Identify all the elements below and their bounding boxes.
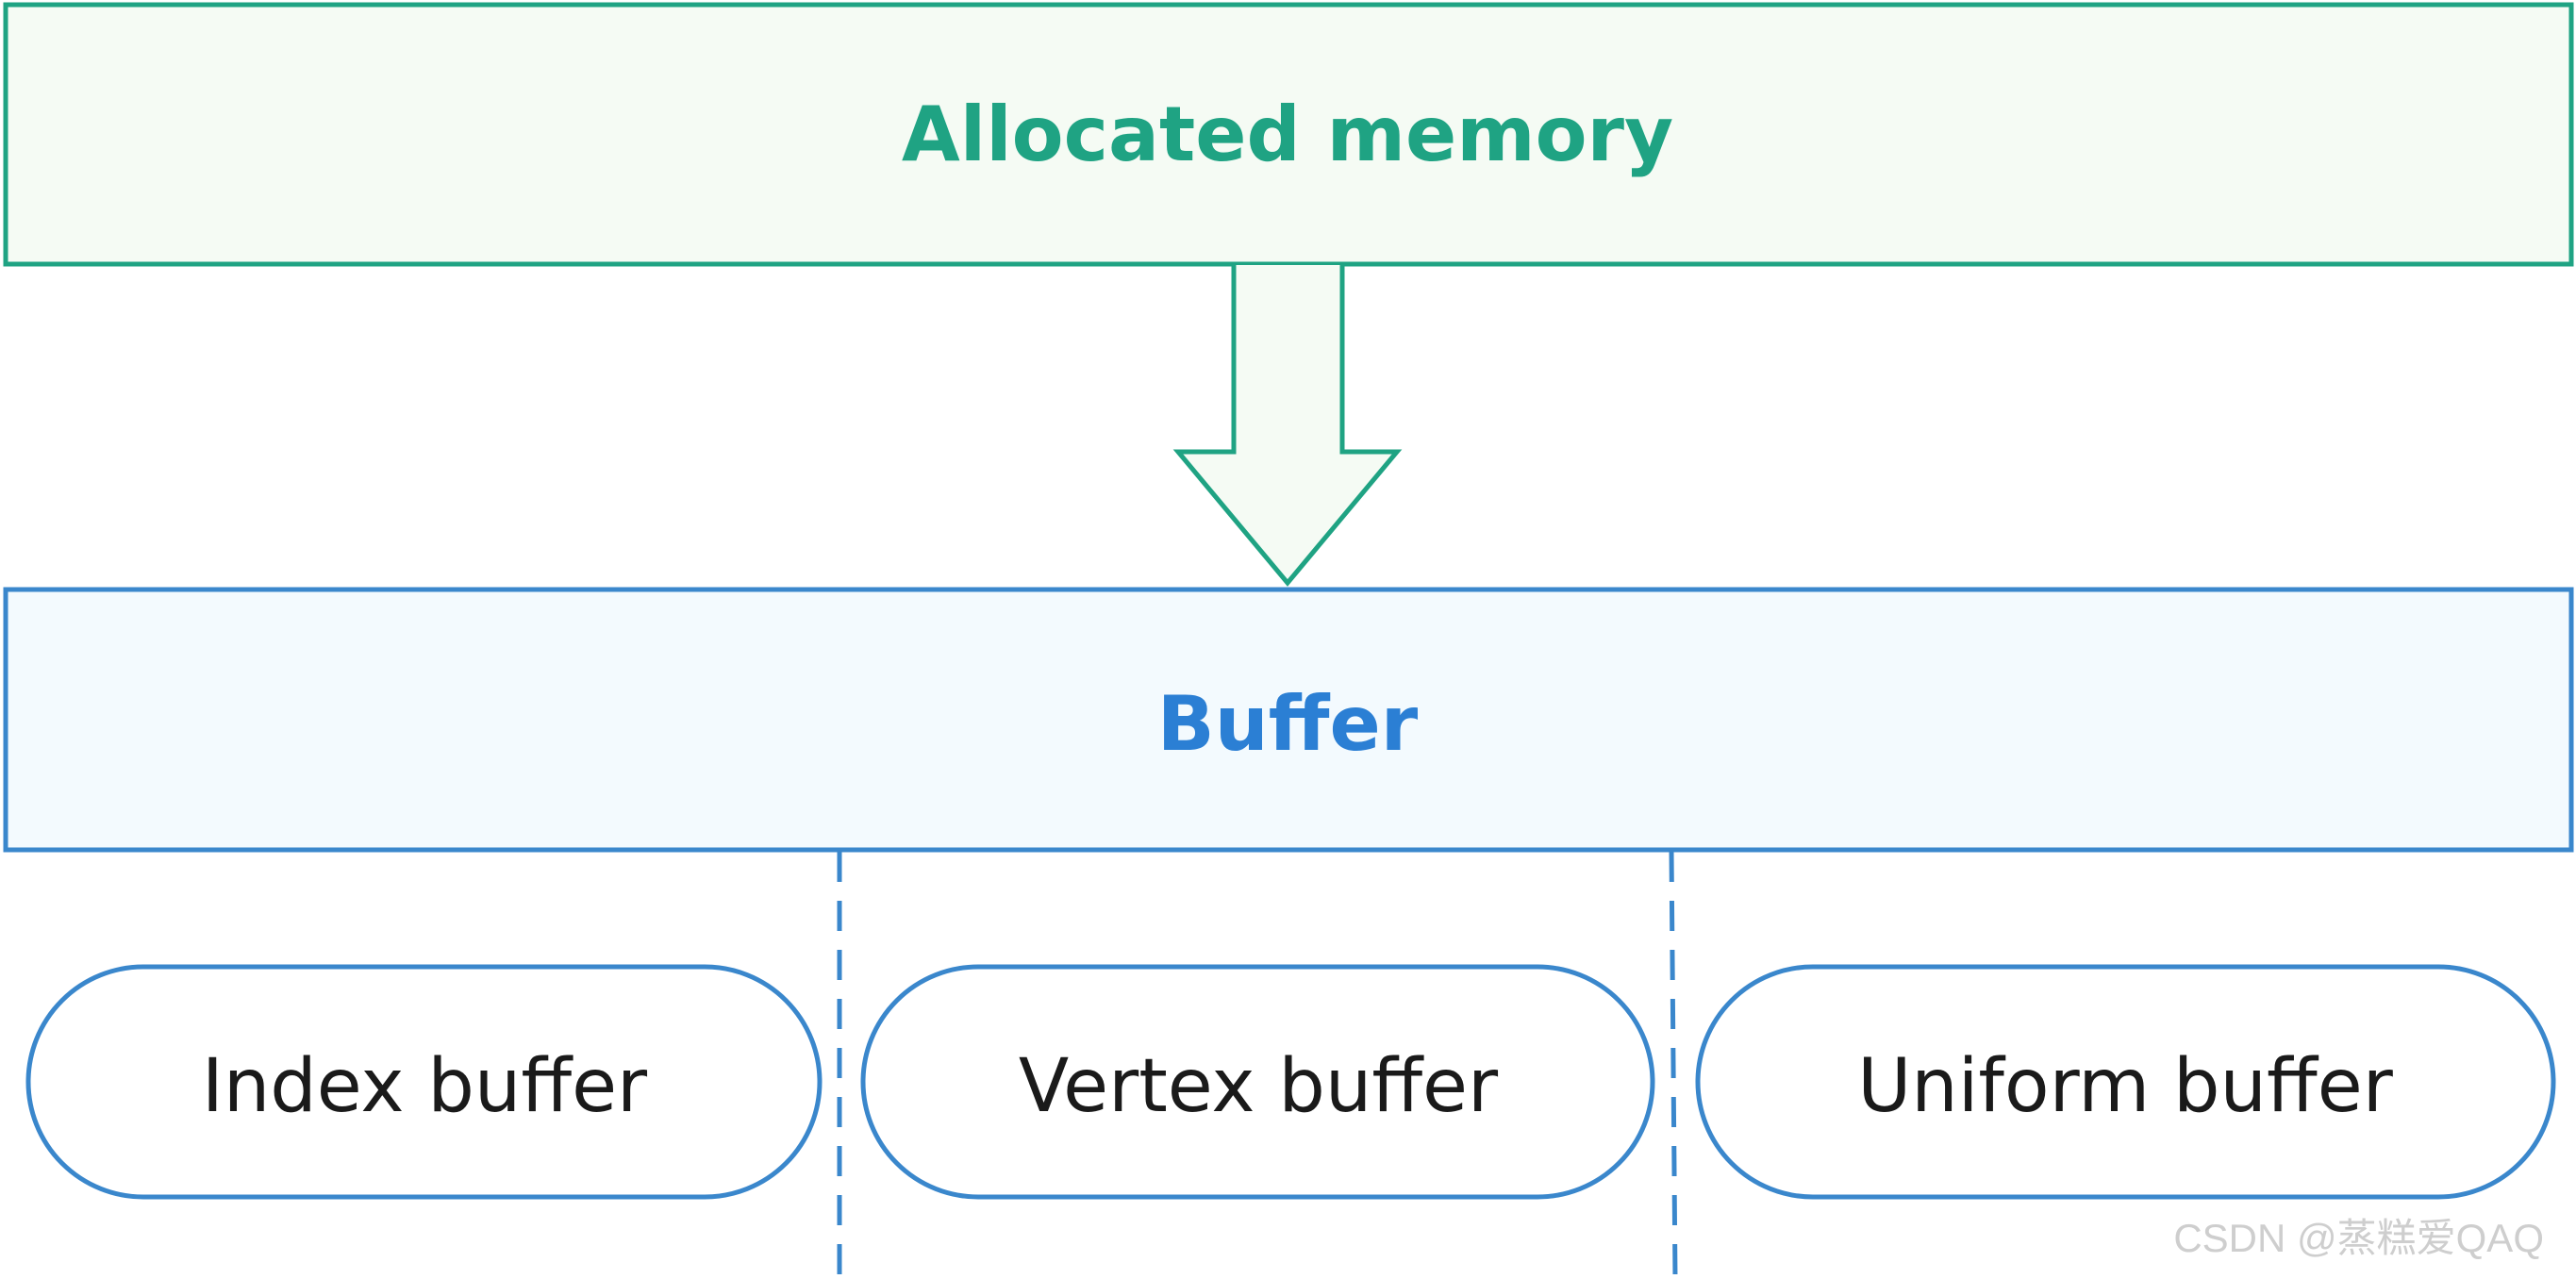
vertex-buffer-node: Vertex buffer (860, 964, 1655, 1200)
allocated-memory-node: Allocated memory (3, 2, 2574, 267)
uniform-buffer-node: Uniform buffer (1695, 964, 2556, 1200)
vertex-buffer-label: Vertex buffer (1019, 1044, 1499, 1129)
index-buffer-pill (25, 964, 823, 1200)
buffer-box (3, 587, 2574, 853)
allocated-memory-box (3, 2, 2574, 267)
vertex-buffer-pill (860, 964, 1655, 1200)
down-arrow-icon (1172, 265, 1403, 587)
index-buffer-node: Index buffer (25, 964, 823, 1200)
buffer-node: Buffer (3, 587, 2574, 853)
buffer-label: Buffer (1157, 680, 1419, 768)
allocated-memory-label: Allocated memory (902, 91, 1673, 178)
separator-line-2 (1669, 851, 1678, 1279)
index-buffer-label: Index buffer (202, 1044, 648, 1129)
uniform-buffer-pill (1695, 964, 2556, 1200)
uniform-buffer-label: Uniform buffer (1857, 1044, 2394, 1129)
